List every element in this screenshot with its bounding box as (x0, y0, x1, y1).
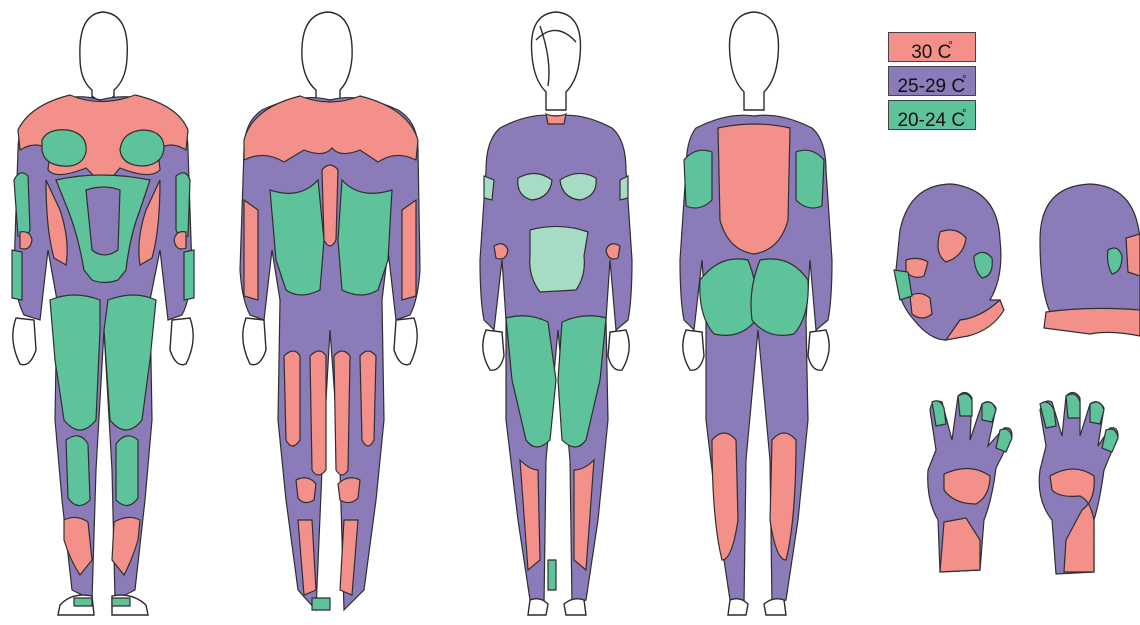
legend-item-20-24: 20-24 C° (888, 100, 976, 130)
degree-mark: ° (948, 40, 952, 52)
degree-mark: ° (962, 108, 966, 120)
head-front-view (894, 184, 1004, 340)
legend-label: 30 C (911, 42, 951, 63)
hand-back-view (928, 392, 1012, 572)
male-front-figure (12, 12, 194, 615)
male-back-figure (240, 12, 420, 610)
female-back-figure (680, 12, 832, 615)
legend-label: 25-29 C (897, 76, 965, 97)
hand-palm-view (1039, 392, 1118, 574)
head-back-view (1040, 184, 1140, 336)
female-front-figure (480, 12, 632, 615)
legend-item-30: 30 C° (888, 32, 976, 62)
legend-item-25-29: 25-29 C° (888, 66, 976, 96)
degree-mark: ° (962, 74, 966, 86)
legend-label: 20-24 C (897, 110, 965, 131)
